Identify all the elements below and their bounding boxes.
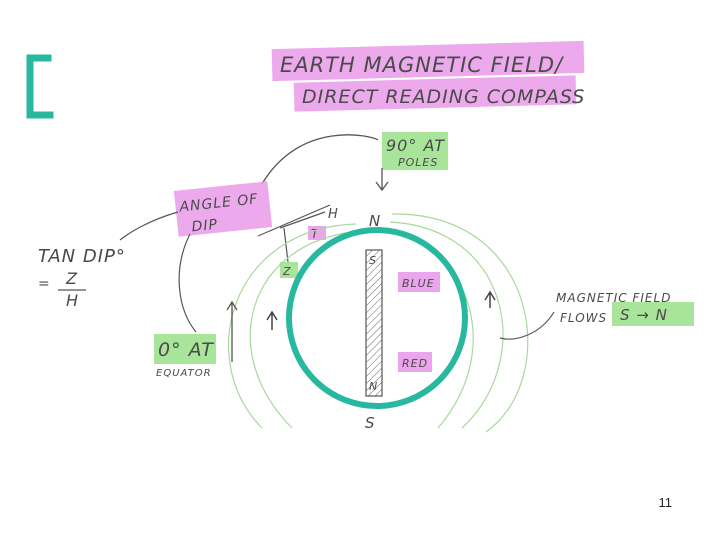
blue-label: BLUE [402, 277, 435, 290]
formula-equals: = [38, 276, 51, 292]
vector-lines [257, 204, 331, 263]
title-highlight-2 [293, 75, 577, 112]
z-highlight [280, 262, 298, 278]
title-line-2: DIRECT READING COMPASS [302, 86, 585, 108]
angle-highlight [173, 181, 273, 237]
tan-dip-label: TAN DIP° [38, 246, 126, 267]
field-arrow-left [266, 310, 278, 330]
bracket-mark [26, 54, 54, 119]
field-label-1: MAGNETIC FIELD [556, 291, 671, 305]
z-label: Z [282, 265, 292, 278]
curved-arrow-right [499, 311, 555, 340]
field-arrow-right [484, 290, 496, 308]
red-highlight [398, 352, 432, 372]
needle-n-label: N [369, 380, 378, 393]
equator-label-1: 0° AT [158, 339, 214, 361]
south-pole-label: S [365, 414, 376, 432]
field-label-3: S → N [620, 306, 668, 324]
blue-highlight [398, 272, 440, 292]
field-highlight [612, 302, 694, 326]
t-label: T [311, 227, 320, 241]
earth-globe [286, 227, 468, 409]
formula-denominator: H [66, 291, 79, 310]
curved-arrow-top [261, 134, 379, 185]
h-label: H [328, 207, 339, 222]
equator-label-2: EQUATOR [156, 368, 212, 379]
poles-label-1: 90° AT [386, 136, 445, 155]
title-highlight-1 [271, 40, 585, 82]
equator-highlight [154, 334, 216, 364]
formula-numerator: Z [65, 269, 78, 288]
needle-s-label: S [369, 254, 377, 267]
t-highlight [308, 226, 326, 240]
poles-highlight [382, 132, 448, 170]
north-pole-label: N [369, 212, 381, 230]
compass-needle [365, 249, 383, 397]
poles-down-arrow [375, 168, 389, 192]
red-label: RED [402, 357, 428, 370]
poles-label-2: POLES [398, 156, 438, 169]
page-number: 11 [658, 495, 673, 510]
field-label-2: FLOWS [560, 311, 607, 325]
title-line-1: EARTH MAGNETIC FIELD/ [280, 53, 564, 77]
curved-arrow-left [119, 211, 179, 241]
field-lines [228, 213, 529, 433]
curved-arrow-down [178, 233, 197, 333]
equator-arrow [226, 300, 238, 362]
angle-label-2: DIP [191, 217, 219, 236]
